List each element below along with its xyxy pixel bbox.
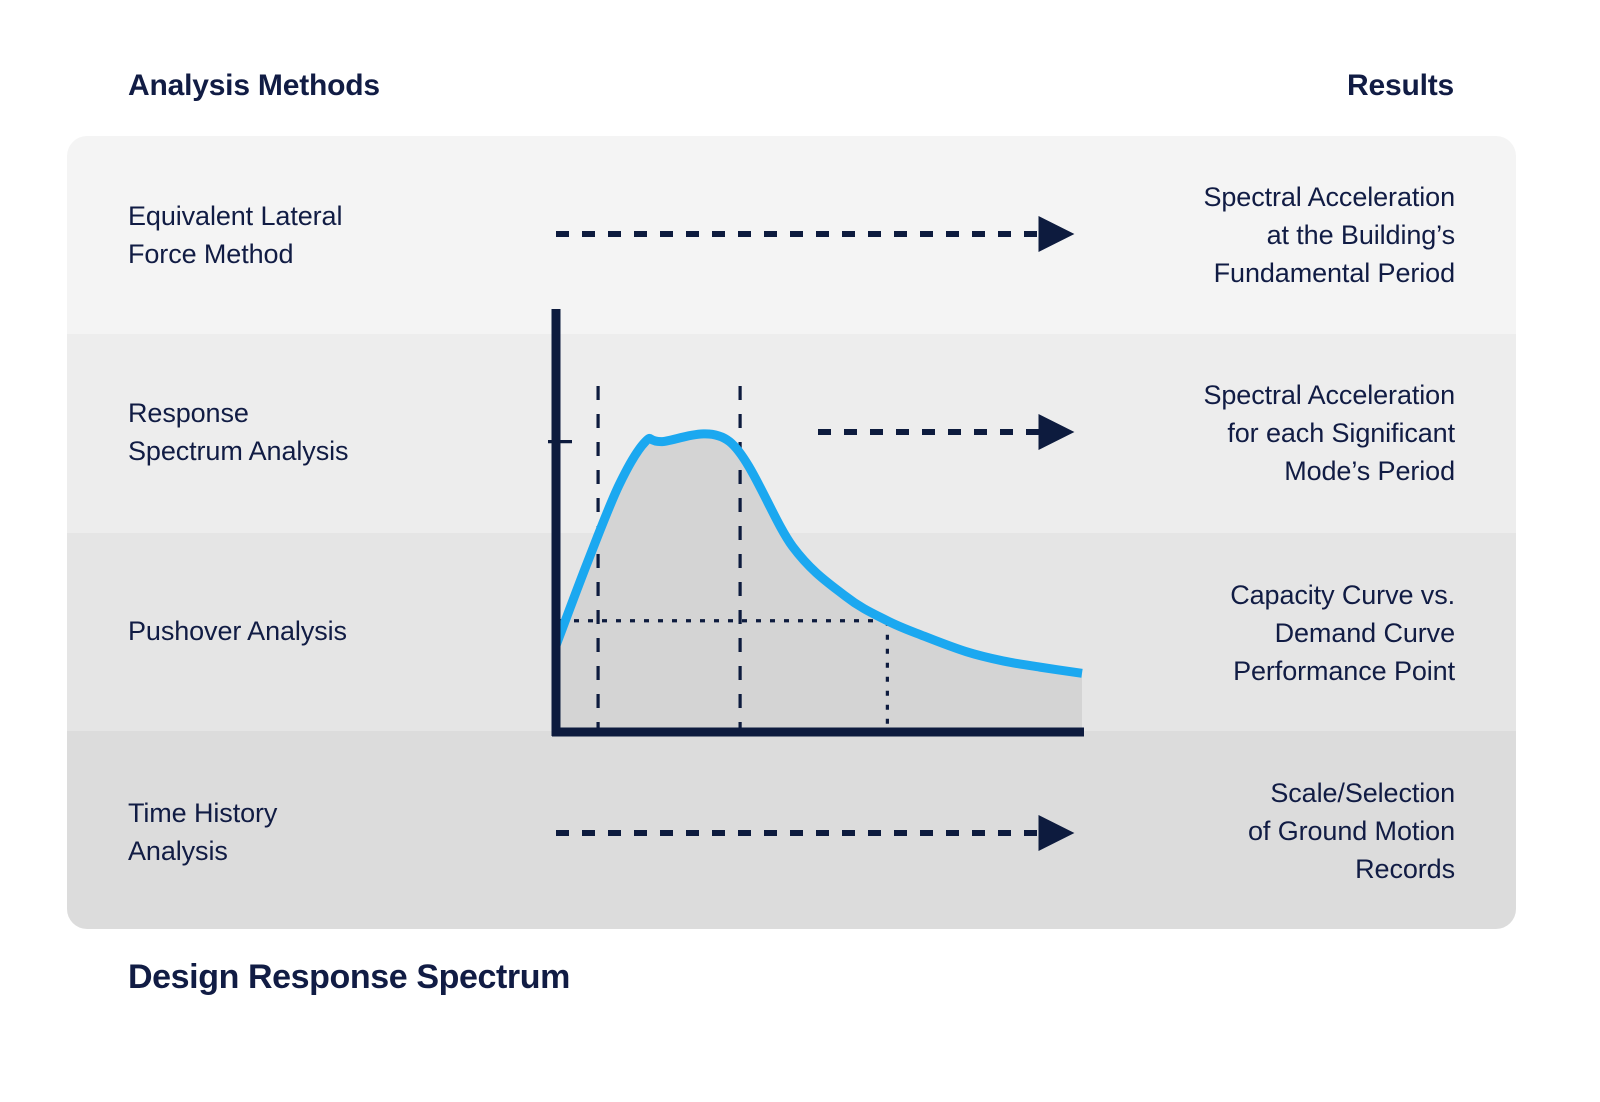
method-label-equivalent-lateral-force: Equivalent Lateral Force Method [128, 197, 548, 273]
result-label-spectral-acceleration-modes-period: Spectral Acceleration for each Significa… [1035, 376, 1455, 490]
result-line-2: for each Significant [1227, 418, 1455, 448]
result-line-3: Fundamental Period [1213, 258, 1455, 288]
result-line-1: Scale/Selection [1270, 778, 1455, 808]
result-line-3: Records [1355, 854, 1455, 884]
result-line-1: Spectral Acceleration [1203, 182, 1455, 212]
method-line-1: Response [128, 398, 249, 428]
method-label-pushover-analysis: Pushover Analysis [128, 612, 548, 650]
result-line-3: Mode’s Period [1284, 456, 1455, 486]
result-line-1: Spectral Acceleration [1203, 380, 1455, 410]
result-label-spectral-acceleration-fundamental-period: Spectral Acceleration at the Building’s … [1035, 178, 1455, 292]
result-line-2: of Ground Motion [1247, 816, 1455, 846]
method-line-2: Force Method [128, 239, 294, 269]
result-label-scale-selection-ground-motion: Scale/Selection of Ground Motion Records [1035, 774, 1455, 888]
method-label-time-history-analysis: Time History Analysis [128, 794, 548, 870]
method-line-2: Analysis [128, 836, 228, 866]
method-line-1: Pushover Analysis [128, 616, 347, 646]
analysis-results-matrix: Equivalent Lateral Force Method Response… [67, 136, 1516, 929]
result-line-1: Capacity Curve vs. [1230, 580, 1455, 610]
row-time-history-analysis [67, 730, 1516, 929]
method-line-1: Equivalent Lateral [128, 201, 343, 231]
result-line-2: Demand Curve [1274, 618, 1455, 648]
method-label-response-spectrum-analysis: Response Spectrum Analysis [128, 394, 548, 470]
analysis-methods-header: Analysis Methods [128, 69, 380, 102]
results-header: Results [1347, 69, 1454, 102]
result-line-3: Performance Point [1233, 656, 1455, 686]
result-line-2: at the Building’s [1266, 220, 1456, 250]
chart-caption: Design Response Spectrum [128, 958, 570, 996]
method-line-1: Time History [128, 798, 278, 828]
method-line-2: Spectrum Analysis [128, 436, 349, 466]
result-label-capacity-demand-performance-point: Capacity Curve vs. Demand Curve Performa… [1035, 576, 1455, 690]
